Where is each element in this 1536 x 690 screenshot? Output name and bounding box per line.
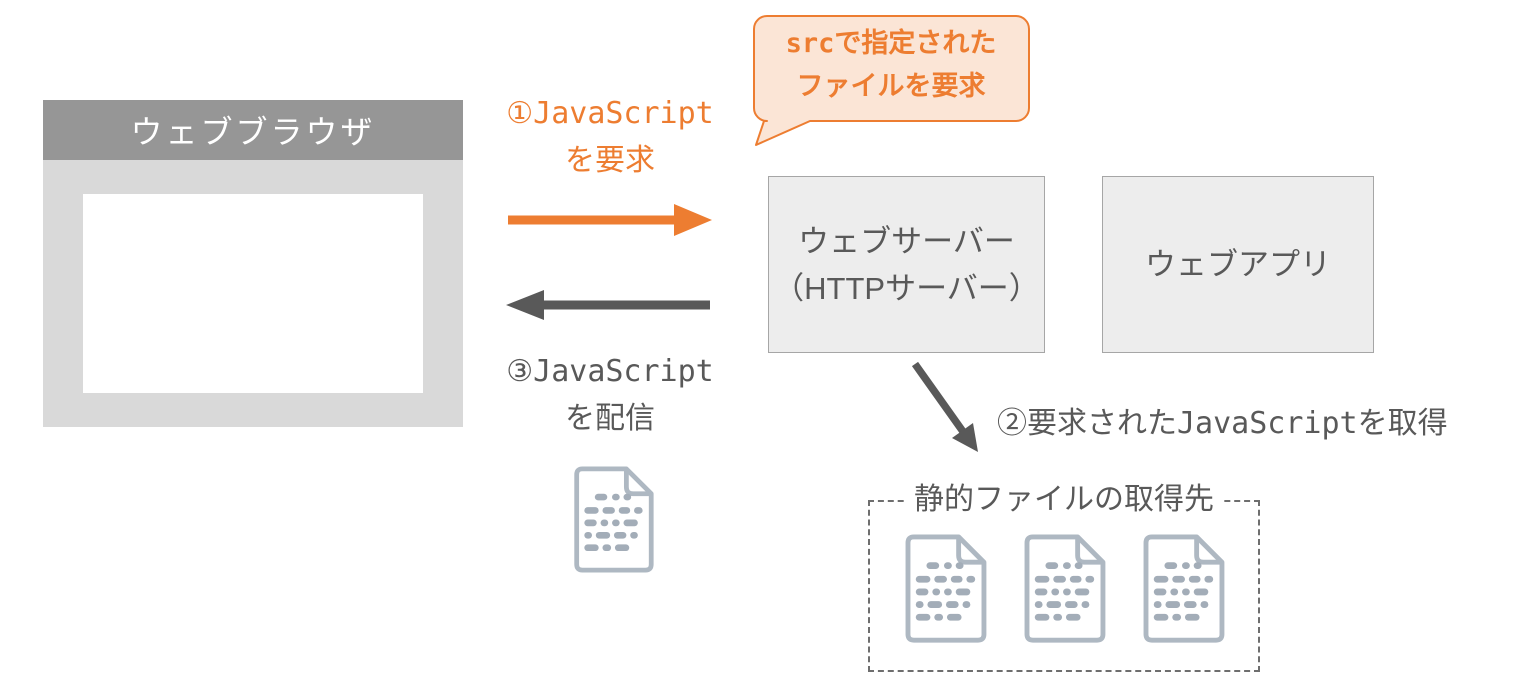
browser-title: ウェブブラウザ xyxy=(130,114,376,150)
callout-line2: ファイルを要求 xyxy=(796,71,986,102)
callout-label: srcで指定された ファイルを要求 xyxy=(760,22,1022,108)
document-icon xyxy=(901,533,989,645)
static-files-group: 静的ファイルの取得先 xyxy=(868,480,1260,672)
static-files-icons xyxy=(870,533,1258,645)
speech-bubble-icon xyxy=(753,15,1030,146)
document-icon xyxy=(1139,533,1227,645)
browser-window: ウェブブラウザ xyxy=(43,100,463,427)
document-icon xyxy=(570,464,656,576)
web-app-label: ウェブアプリ xyxy=(1145,247,1331,282)
callout-line1: srcで指定された xyxy=(785,28,997,59)
browser-viewport xyxy=(83,194,423,393)
step3-label: ③JavaScript を配信 xyxy=(470,348,750,442)
browser-titlebar: ウェブブラウザ xyxy=(43,100,463,160)
arrow-right-icon xyxy=(508,204,712,236)
step1-line1: ①JavaScript xyxy=(506,96,714,131)
step3-line1: ③JavaScript xyxy=(506,354,714,389)
web-server-line2: （HTTPサーバー） xyxy=(773,270,1040,306)
step1-label: ①JavaScript を要求 xyxy=(470,90,750,184)
step3-line2: を配信 xyxy=(565,401,655,436)
web-server-box: ウェブサーバー （HTTPサーバー） xyxy=(768,176,1045,353)
web-server-line1: ウェブサーバー xyxy=(798,223,1015,259)
document-icon xyxy=(1020,533,1108,645)
arrow-down-right-icon xyxy=(911,361,978,452)
static-files-label: 静的ファイルの取得先 xyxy=(904,480,1224,520)
step2-label: ②要求されたJavaScriptを取得 xyxy=(997,406,1448,441)
step1-line2: を要求 xyxy=(565,143,655,178)
arrow-left-icon xyxy=(506,290,710,320)
web-app-box: ウェブアプリ xyxy=(1102,176,1374,353)
